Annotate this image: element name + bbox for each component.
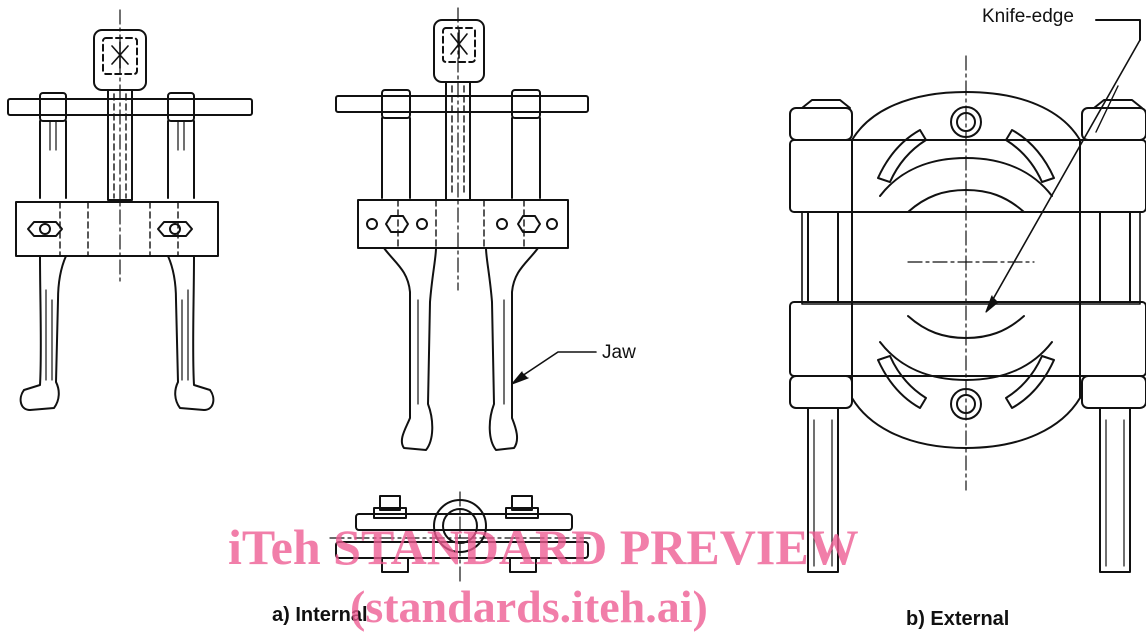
puller-plan-view — [329, 491, 591, 583]
internal-puller-open — [335, 7, 589, 451]
watermark-line-2: (standards.iteh.ai) — [350, 581, 708, 632]
watermark-line-1: iTeh STANDARD PREVIEW — [228, 519, 859, 575]
jaw-leader — [511, 351, 597, 385]
knife-edge-label: Knife-edge — [982, 6, 1074, 27]
internal-puller-closed — [7, 9, 253, 411]
caption-external: b) External — [906, 608, 1010, 630]
external-bearing-separator — [789, 19, 1146, 573]
jaw-label: Jaw — [602, 342, 636, 363]
caption-internal: a) Internal — [272, 604, 368, 626]
